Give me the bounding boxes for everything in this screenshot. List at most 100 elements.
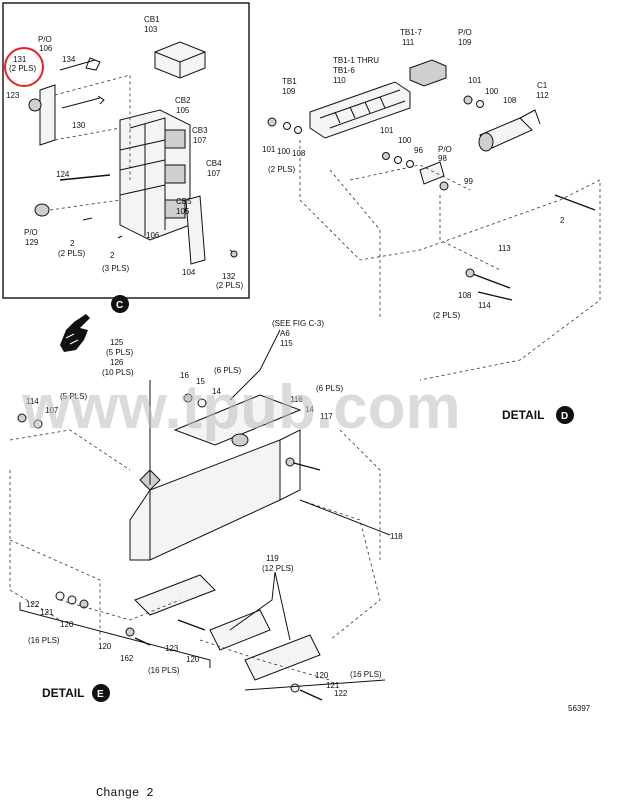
callout: 119	[266, 554, 279, 563]
detail-c-badge	[111, 295, 129, 313]
callout: (16 PLS)	[28, 636, 60, 645]
callout: 123	[6, 91, 20, 100]
callout: 112	[536, 91, 549, 100]
callout: 107	[193, 136, 207, 145]
callout: 121	[40, 608, 54, 617]
callout: P/O	[24, 228, 38, 237]
callout: 124	[56, 170, 70, 179]
callout: CB1	[144, 15, 160, 24]
callout: (16 PLS)	[350, 670, 382, 679]
callout: 125	[110, 338, 124, 347]
callout: 120	[98, 642, 112, 651]
callout: 103	[144, 25, 158, 34]
pointing-hand-icon	[60, 314, 90, 352]
callout: (5 PLS)	[106, 348, 133, 357]
callout: 120	[60, 620, 74, 629]
callout: 108	[458, 291, 472, 300]
callout: 107	[45, 406, 59, 415]
callout: CB4	[206, 159, 222, 168]
callout: (6 PLS)	[214, 366, 241, 375]
detail-e-badge	[92, 684, 110, 702]
callout: 107	[207, 169, 221, 178]
detail-d-title: DETAIL	[502, 408, 544, 422]
detail-c-drawing	[28, 41, 238, 265]
callout: 114	[26, 397, 39, 406]
callout: 118	[390, 532, 403, 541]
callout: 100	[485, 87, 499, 96]
callout: 106	[39, 44, 53, 53]
callout: (2 PLS)	[9, 64, 36, 73]
callout: 130	[72, 121, 86, 130]
callout: 126	[110, 358, 124, 367]
callout: TB1	[282, 77, 297, 86]
callout: 129	[25, 238, 39, 247]
callout: 134	[62, 55, 76, 64]
callout: 117	[320, 412, 333, 421]
figure-number: 56397	[568, 704, 591, 713]
callout: 105	[176, 207, 190, 216]
callout: 109	[282, 87, 296, 96]
detail-e-labels: 125 (5 PLS) 126 (10 PLS) (SEE FIG C-3) A…	[26, 319, 403, 698]
callout: 108	[503, 96, 517, 105]
callout: CB2	[175, 96, 191, 105]
callout: 104	[182, 268, 196, 277]
callout: 120	[315, 671, 329, 680]
callout: TB1-6	[333, 66, 355, 75]
highlight-circle	[4, 47, 44, 87]
callout: 15	[196, 377, 205, 386]
callout: 131	[13, 55, 27, 64]
callout: 113	[498, 244, 511, 253]
detail-d-drawing	[267, 59, 601, 381]
callout: 100	[277, 147, 291, 156]
detail-e-title: DETAIL	[42, 686, 84, 700]
callout: (12 PLS)	[262, 564, 294, 573]
callout: P/O	[458, 28, 472, 37]
callout: 122	[26, 600, 40, 609]
callout: 114	[478, 301, 491, 310]
callout: (2 PLS)	[58, 249, 85, 258]
callout: C1	[537, 81, 548, 90]
callout: 2	[560, 216, 565, 225]
callout: CB5	[176, 197, 192, 206]
callout: 96	[414, 146, 423, 155]
callout: 111	[402, 38, 415, 47]
callout: 123	[165, 644, 179, 653]
callout: 101	[380, 126, 394, 135]
callout: (SEE FIG C-3)	[272, 319, 324, 328]
callout: 115	[280, 339, 293, 348]
callout: (3 PLS)	[102, 264, 129, 273]
callout: 109	[458, 38, 472, 47]
callout: 100	[398, 136, 412, 145]
detail-c-labels: 131 (2 PLS) P/O 106 134 123 130 124 P/O …	[6, 15, 243, 290]
callout: 98	[438, 154, 447, 163]
callout: 120	[186, 655, 200, 664]
callout: 122	[334, 689, 348, 698]
callout: 106	[146, 231, 160, 240]
callout: 132	[222, 272, 236, 281]
callout: CB3	[192, 126, 208, 135]
callout: 108	[292, 149, 306, 158]
callout: 2	[70, 239, 75, 248]
callout: 110	[333, 76, 346, 85]
callout: (2 PLS)	[268, 165, 295, 174]
callout: 101	[468, 76, 482, 85]
callout: 99	[464, 177, 473, 186]
callout: (5 PLS)	[60, 392, 87, 401]
callout: P/O	[38, 35, 52, 44]
callout: TB1-1 THRU	[333, 56, 379, 65]
callout: 14	[305, 405, 314, 414]
change-note: Change 2	[96, 786, 154, 800]
callout: 121	[326, 681, 340, 690]
callout: 16	[180, 371, 189, 380]
callout: 14	[212, 387, 221, 396]
callout: (2 PLS)	[433, 311, 460, 320]
detail-e-drawing	[9, 329, 391, 701]
callout: 162	[120, 654, 134, 663]
detail-d-labels: TB1-7 111 P/O 109 TB1-1 THRU TB1-6 110 T…	[262, 28, 565, 320]
detail-c-letter: C	[116, 300, 123, 311]
watermark: www.tpub.com	[21, 373, 461, 442]
callout: 116	[290, 395, 303, 404]
callout: TB1-7	[400, 28, 422, 37]
